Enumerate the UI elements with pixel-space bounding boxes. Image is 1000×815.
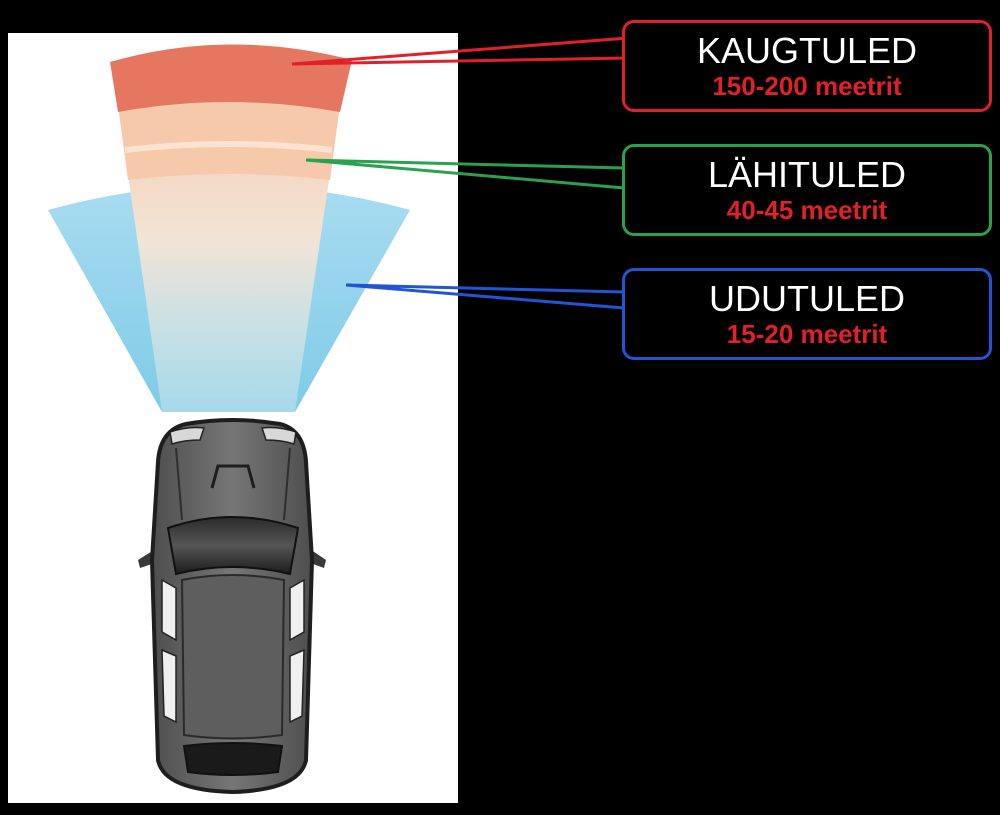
rear-window xyxy=(182,742,284,776)
label-range-fog: 15-20 meetrit xyxy=(726,319,888,349)
label-range-low-beam: 40-45 meetrit xyxy=(726,195,888,225)
label-title-high-beam: KAUGTULED xyxy=(696,30,918,71)
left-window-front xyxy=(161,578,177,642)
left-headlight xyxy=(169,426,206,445)
low-beam-arc xyxy=(124,141,333,153)
label-box-fog: UDUTULED 15-20 meetrit xyxy=(622,268,992,360)
hood-line-left xyxy=(175,447,183,521)
label-range-high-beam: 150-200 meetrit xyxy=(712,71,902,101)
hood-line-right xyxy=(283,447,291,521)
hood-vent xyxy=(210,464,256,489)
label-title-fog: UDUTULED xyxy=(708,278,905,319)
windshield xyxy=(166,516,300,576)
fog-connector xyxy=(345,283,625,310)
low-beam-connector xyxy=(305,158,625,190)
label-box-high-beam: KAUGTULED 150-200 meetrit xyxy=(622,20,992,112)
right-window-rear xyxy=(289,648,305,724)
right-headlight xyxy=(260,426,297,445)
left-window-rear xyxy=(161,648,177,724)
label-box-low-beam: LÄHITULED 40-45 meetrit xyxy=(622,144,992,236)
car-roof xyxy=(180,574,286,740)
high-beam-connector xyxy=(291,36,629,66)
car-top-view xyxy=(138,418,326,795)
label-title-low-beam: LÄHITULED xyxy=(707,154,907,195)
low-beam-band xyxy=(118,96,340,180)
high-beam-zone xyxy=(110,44,352,112)
right-window-front xyxy=(289,578,305,642)
